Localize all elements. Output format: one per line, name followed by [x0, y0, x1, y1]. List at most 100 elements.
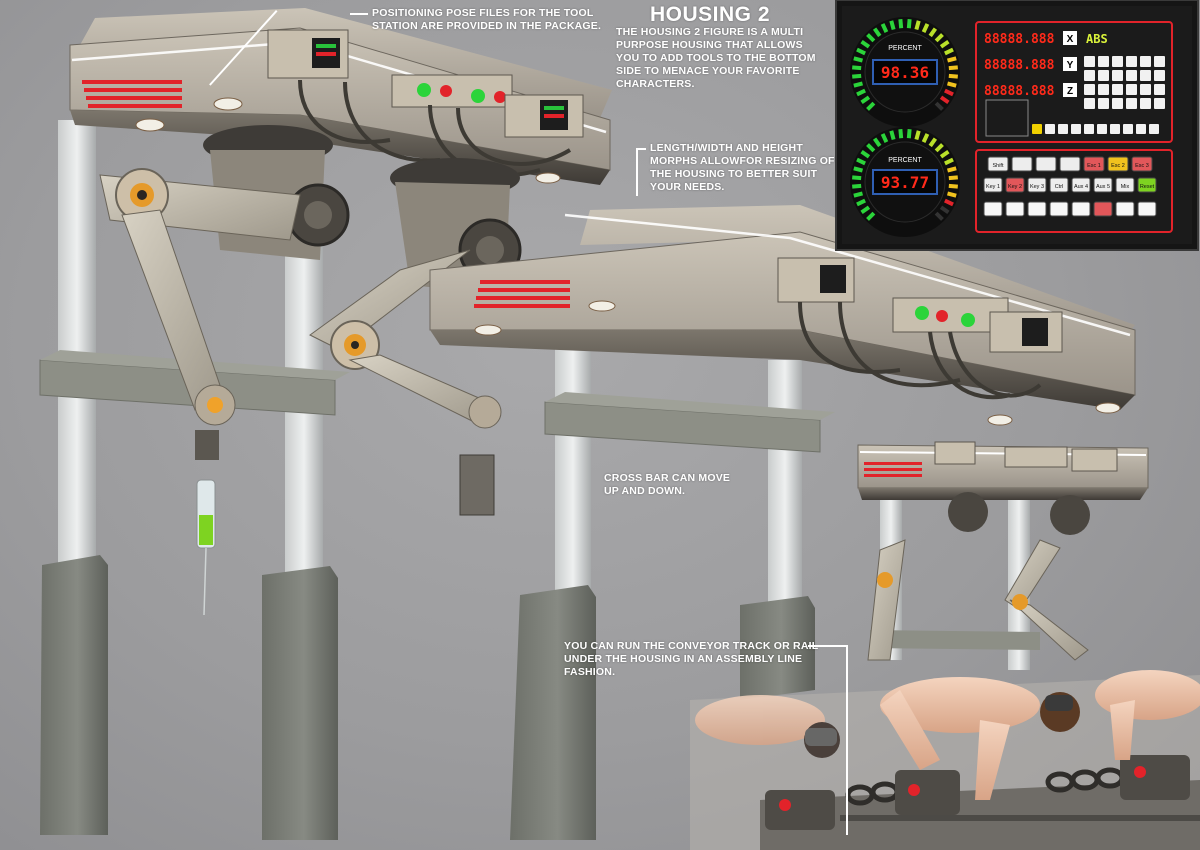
keypad-key[interactable] [1098, 98, 1109, 109]
panel-key[interactable] [1093, 177, 1113, 193]
panel-key[interactable] [987, 156, 1009, 172]
keypad-key[interactable] [1154, 56, 1165, 67]
symbol-key[interactable] [1071, 124, 1081, 134]
leader-conveyor-vertical [846, 645, 848, 835]
keypad-key[interactable] [1112, 98, 1123, 109]
keypad-key[interactable] [1098, 56, 1109, 67]
panel-key[interactable] [1083, 156, 1105, 172]
panel-key-label: Esc 1 [1087, 163, 1101, 169]
keypad-key[interactable] [1154, 98, 1165, 109]
panel-key[interactable] [1093, 201, 1113, 217]
keypad-key[interactable] [1112, 84, 1123, 95]
gauge-tick [928, 137, 938, 148]
panel-key[interactable] [1071, 177, 1091, 193]
keypad-key[interactable] [1154, 70, 1165, 81]
keypad-key[interactable] [1140, 56, 1151, 67]
housing-middle-structure [429, 205, 1136, 840]
readout-x-digits: 88888.888 [984, 32, 1055, 47]
panel-key[interactable] [1049, 177, 1069, 193]
keypad-key[interactable] [1098, 84, 1109, 95]
symbol-key[interactable] [1097, 124, 1107, 134]
gauge-tick [860, 149, 871, 159]
keypad-key[interactable] [1084, 70, 1095, 81]
numeric-keypad [1084, 56, 1165, 109]
keys-row-3 [983, 201, 1157, 217]
symbol-key[interactable] [1149, 124, 1159, 134]
panel-key-label: Shift [992, 163, 1003, 169]
conveyor-scene [690, 670, 1200, 850]
panel-key[interactable] [1131, 156, 1153, 172]
panel-key[interactable] [1011, 156, 1033, 172]
gauge-tick [946, 166, 957, 173]
symbol-key[interactable] [1110, 124, 1120, 134]
gauge-tick [948, 73, 958, 79]
keypad-key[interactable] [1084, 84, 1095, 95]
panel-key[interactable] [1027, 177, 1047, 193]
gauge-tick [934, 33, 944, 43]
gauge-tick [914, 20, 921, 31]
keypad-key[interactable] [1140, 70, 1151, 81]
panel-key[interactable] [1137, 177, 1157, 193]
panel-key[interactable] [1005, 201, 1025, 217]
note-crossbar: CROSS BAR CAN MOVE UP AND DOWN. [604, 472, 731, 497]
panel-key[interactable] [1059, 156, 1081, 172]
symbol-key[interactable] [1136, 124, 1146, 134]
keypad-key[interactable] [1112, 56, 1123, 67]
panel-key-label: Aux 4 [1074, 184, 1088, 190]
panel-key[interactable] [1137, 201, 1157, 217]
keypad-key[interactable] [1140, 84, 1151, 95]
middle-base-front [740, 596, 815, 700]
symbol-key[interactable] [1084, 124, 1094, 134]
gauge-tick [898, 19, 904, 29]
gauge-bottom: PERCENT 93.77 [850, 127, 960, 237]
symbol-key[interactable] [1123, 124, 1133, 134]
leader-conveyor-horizontal [808, 645, 848, 647]
keypad-key[interactable] [1126, 56, 1137, 67]
panel-key[interactable] [1049, 201, 1069, 217]
panel-key-label: Reset [1140, 184, 1155, 190]
keypad-key[interactable] [1126, 98, 1137, 109]
keypad-key[interactable] [1098, 70, 1109, 81]
gauge-tick [948, 183, 958, 189]
left-instrument-box-2 [391, 74, 513, 108]
gauge-tick [939, 205, 950, 215]
gauge-tick [889, 20, 896, 31]
panel-key[interactable] [1027, 201, 1047, 217]
panel-key[interactable] [1035, 156, 1057, 172]
keypad-key[interactable] [1112, 70, 1123, 81]
middle-crossbar [544, 401, 821, 453]
symbol-key[interactable] [1032, 124, 1042, 134]
readout-y: 88888.888 Y [984, 57, 1077, 73]
keypad-key[interactable] [1140, 98, 1151, 109]
keypad-key[interactable] [1084, 98, 1095, 109]
panel-key[interactable] [1005, 177, 1025, 193]
gauge-tick [866, 101, 876, 111]
gauge-tick [946, 81, 957, 88]
symbol-key[interactable] [1058, 124, 1068, 134]
intro-text: THE HOUSING 2 FIGURE IS A MULTI PURPOSE … [616, 26, 816, 90]
readout-y-axis: Y [1067, 60, 1074, 71]
panel-key-label: Key 2 [1008, 184, 1022, 190]
panel-key[interactable] [1071, 201, 1091, 217]
left-instrument-box-1 [267, 29, 349, 79]
keypad-key[interactable] [1126, 70, 1137, 81]
panel-key-label: Key 1 [986, 184, 1000, 190]
gauge-top-label: PERCENT [888, 45, 922, 52]
gauge-tick [934, 143, 944, 153]
keypad-key[interactable] [1126, 84, 1137, 95]
panel-key[interactable] [1115, 177, 1135, 193]
gauge-tick [860, 95, 871, 105]
panel-key[interactable] [983, 177, 1003, 193]
gauge-tick [939, 95, 950, 105]
panel-key-label: Ctrl [1055, 184, 1064, 190]
symbol-key[interactable] [1045, 124, 1055, 134]
panel-key[interactable] [1115, 201, 1135, 217]
gauge-tick [866, 211, 876, 221]
panel-key[interactable] [983, 201, 1003, 217]
keypad-key[interactable] [1084, 56, 1095, 67]
keypad-key[interactable] [1154, 84, 1165, 95]
panel-key[interactable] [1107, 156, 1129, 172]
gauge-tick [946, 191, 957, 198]
gauge-tick [852, 65, 862, 71]
